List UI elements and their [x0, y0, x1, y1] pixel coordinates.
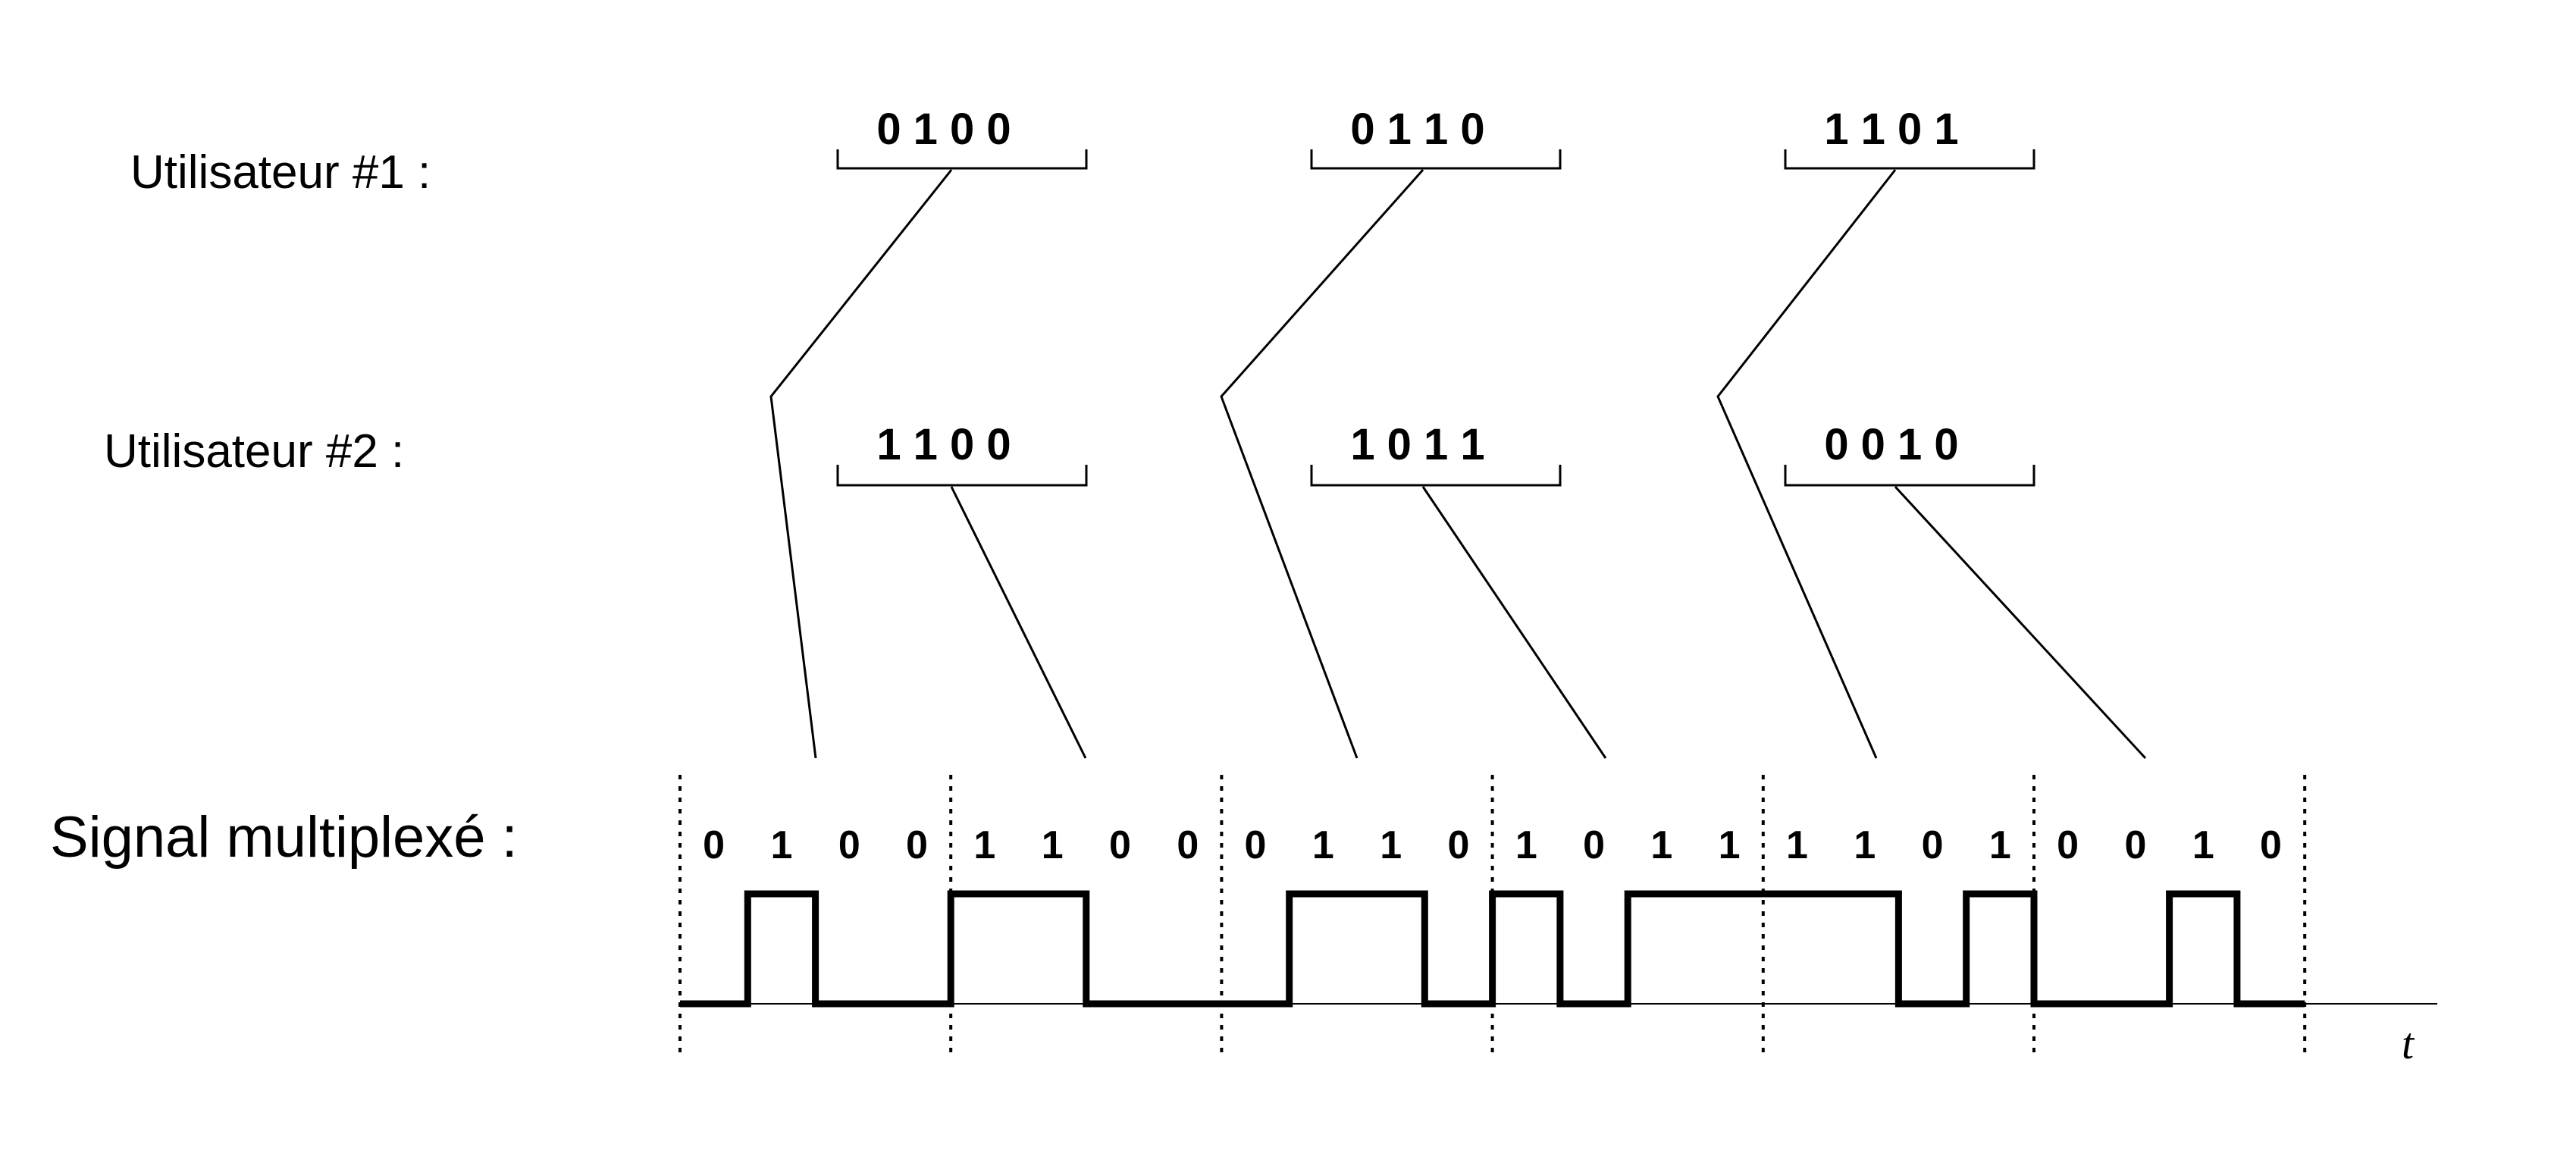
multiplexed-bit-15: 1 — [1650, 823, 1672, 867]
user1-group-2: 0 1 1 0 — [1350, 105, 1484, 154]
connector-user1-group1 — [769, 169, 953, 759]
user2-label: Utilisateur #2 : — [104, 425, 404, 478]
user2-group-1: 1 1 0 0 — [876, 420, 1011, 469]
multiplexed-bit-5: 1 — [973, 823, 995, 867]
multiplexed-bit-7: 0 — [1109, 823, 1131, 867]
connector-user2-group1 — [950, 486, 1087, 759]
group-brackets — [836, 149, 2035, 487]
multiplexed-bit-3: 0 — [838, 823, 860, 867]
multiplexed-bit-21: 0 — [2057, 823, 2079, 867]
user2-bracket-3 — [1784, 465, 2035, 487]
time-axis-label: t — [2402, 1019, 2415, 1068]
multiplexed-bit-6: 1 — [1042, 823, 1064, 867]
connector-user2-group2 — [1421, 486, 1607, 759]
connector-user1-group3 — [1716, 169, 1897, 759]
user1-groups: 0 1 0 0 0 1 1 0 1 1 0 1 — [876, 105, 1958, 154]
user1-bracket-3 — [1784, 149, 2035, 170]
connector-user1-group2 — [1220, 169, 1424, 759]
user2-group-3: 0 0 1 0 — [1824, 420, 1958, 469]
multiplexed-bit-20: 1 — [1989, 823, 2011, 867]
multiplexed-bit-13: 1 — [1515, 823, 1537, 867]
multiplexed-bit-12: 0 — [1448, 823, 1470, 867]
multiplexed-bit-1: 0 — [703, 823, 725, 867]
user1-group-1: 0 1 0 0 — [876, 105, 1011, 154]
multiplexed-bit-10: 1 — [1312, 823, 1334, 867]
multiplexed-bit-22: 0 — [2124, 823, 2146, 867]
user2-groups: 1 1 0 0 1 0 1 1 0 0 1 0 — [876, 420, 1958, 469]
multiplexed-bit-17: 1 — [1786, 823, 1808, 867]
user1-group-3: 1 1 0 1 — [1824, 105, 1958, 154]
user1-label: Utilisateur #1 : — [130, 146, 431, 199]
multiplexed-bit-2: 1 — [771, 823, 793, 867]
multiplexed-waveform — [680, 890, 2305, 1008]
user2-bracket-1 — [836, 465, 1088, 487]
multiplexed-bit-labels: 0 1 0 0 1 1 0 0 0 1 1 0 1 0 1 1 1 1 0 1 0 0 1 0 — [703, 823, 2282, 867]
multiplexed-bit-9: 0 — [1245, 823, 1267, 867]
multiplexed-bit-23: 1 — [2192, 823, 2214, 867]
user2-bracket-2 — [1310, 465, 1562, 487]
connector-lines — [769, 169, 2147, 760]
multiplexed-bit-19: 0 — [1922, 823, 1944, 867]
multiplexed-bit-16: 1 — [1719, 823, 1741, 867]
multiplexed-bit-8: 0 — [1177, 823, 1199, 867]
user1-bracket-2 — [1310, 149, 1562, 170]
multiplexed-bit-4: 0 — [906, 823, 928, 867]
user1-bracket-1 — [836, 149, 1088, 170]
multiplexed-bit-11: 1 — [1380, 823, 1402, 867]
multiplexed-bit-18: 1 — [1854, 823, 1876, 867]
multiplexed-bit-24: 0 — [2260, 823, 2282, 867]
connector-user2-group3 — [1894, 485, 2147, 760]
user2-group-2: 1 0 1 1 — [1350, 420, 1484, 469]
multiplexed-bit-14: 0 — [1583, 823, 1605, 867]
multiplexed-label: Signal multiplexé : — [50, 805, 518, 870]
